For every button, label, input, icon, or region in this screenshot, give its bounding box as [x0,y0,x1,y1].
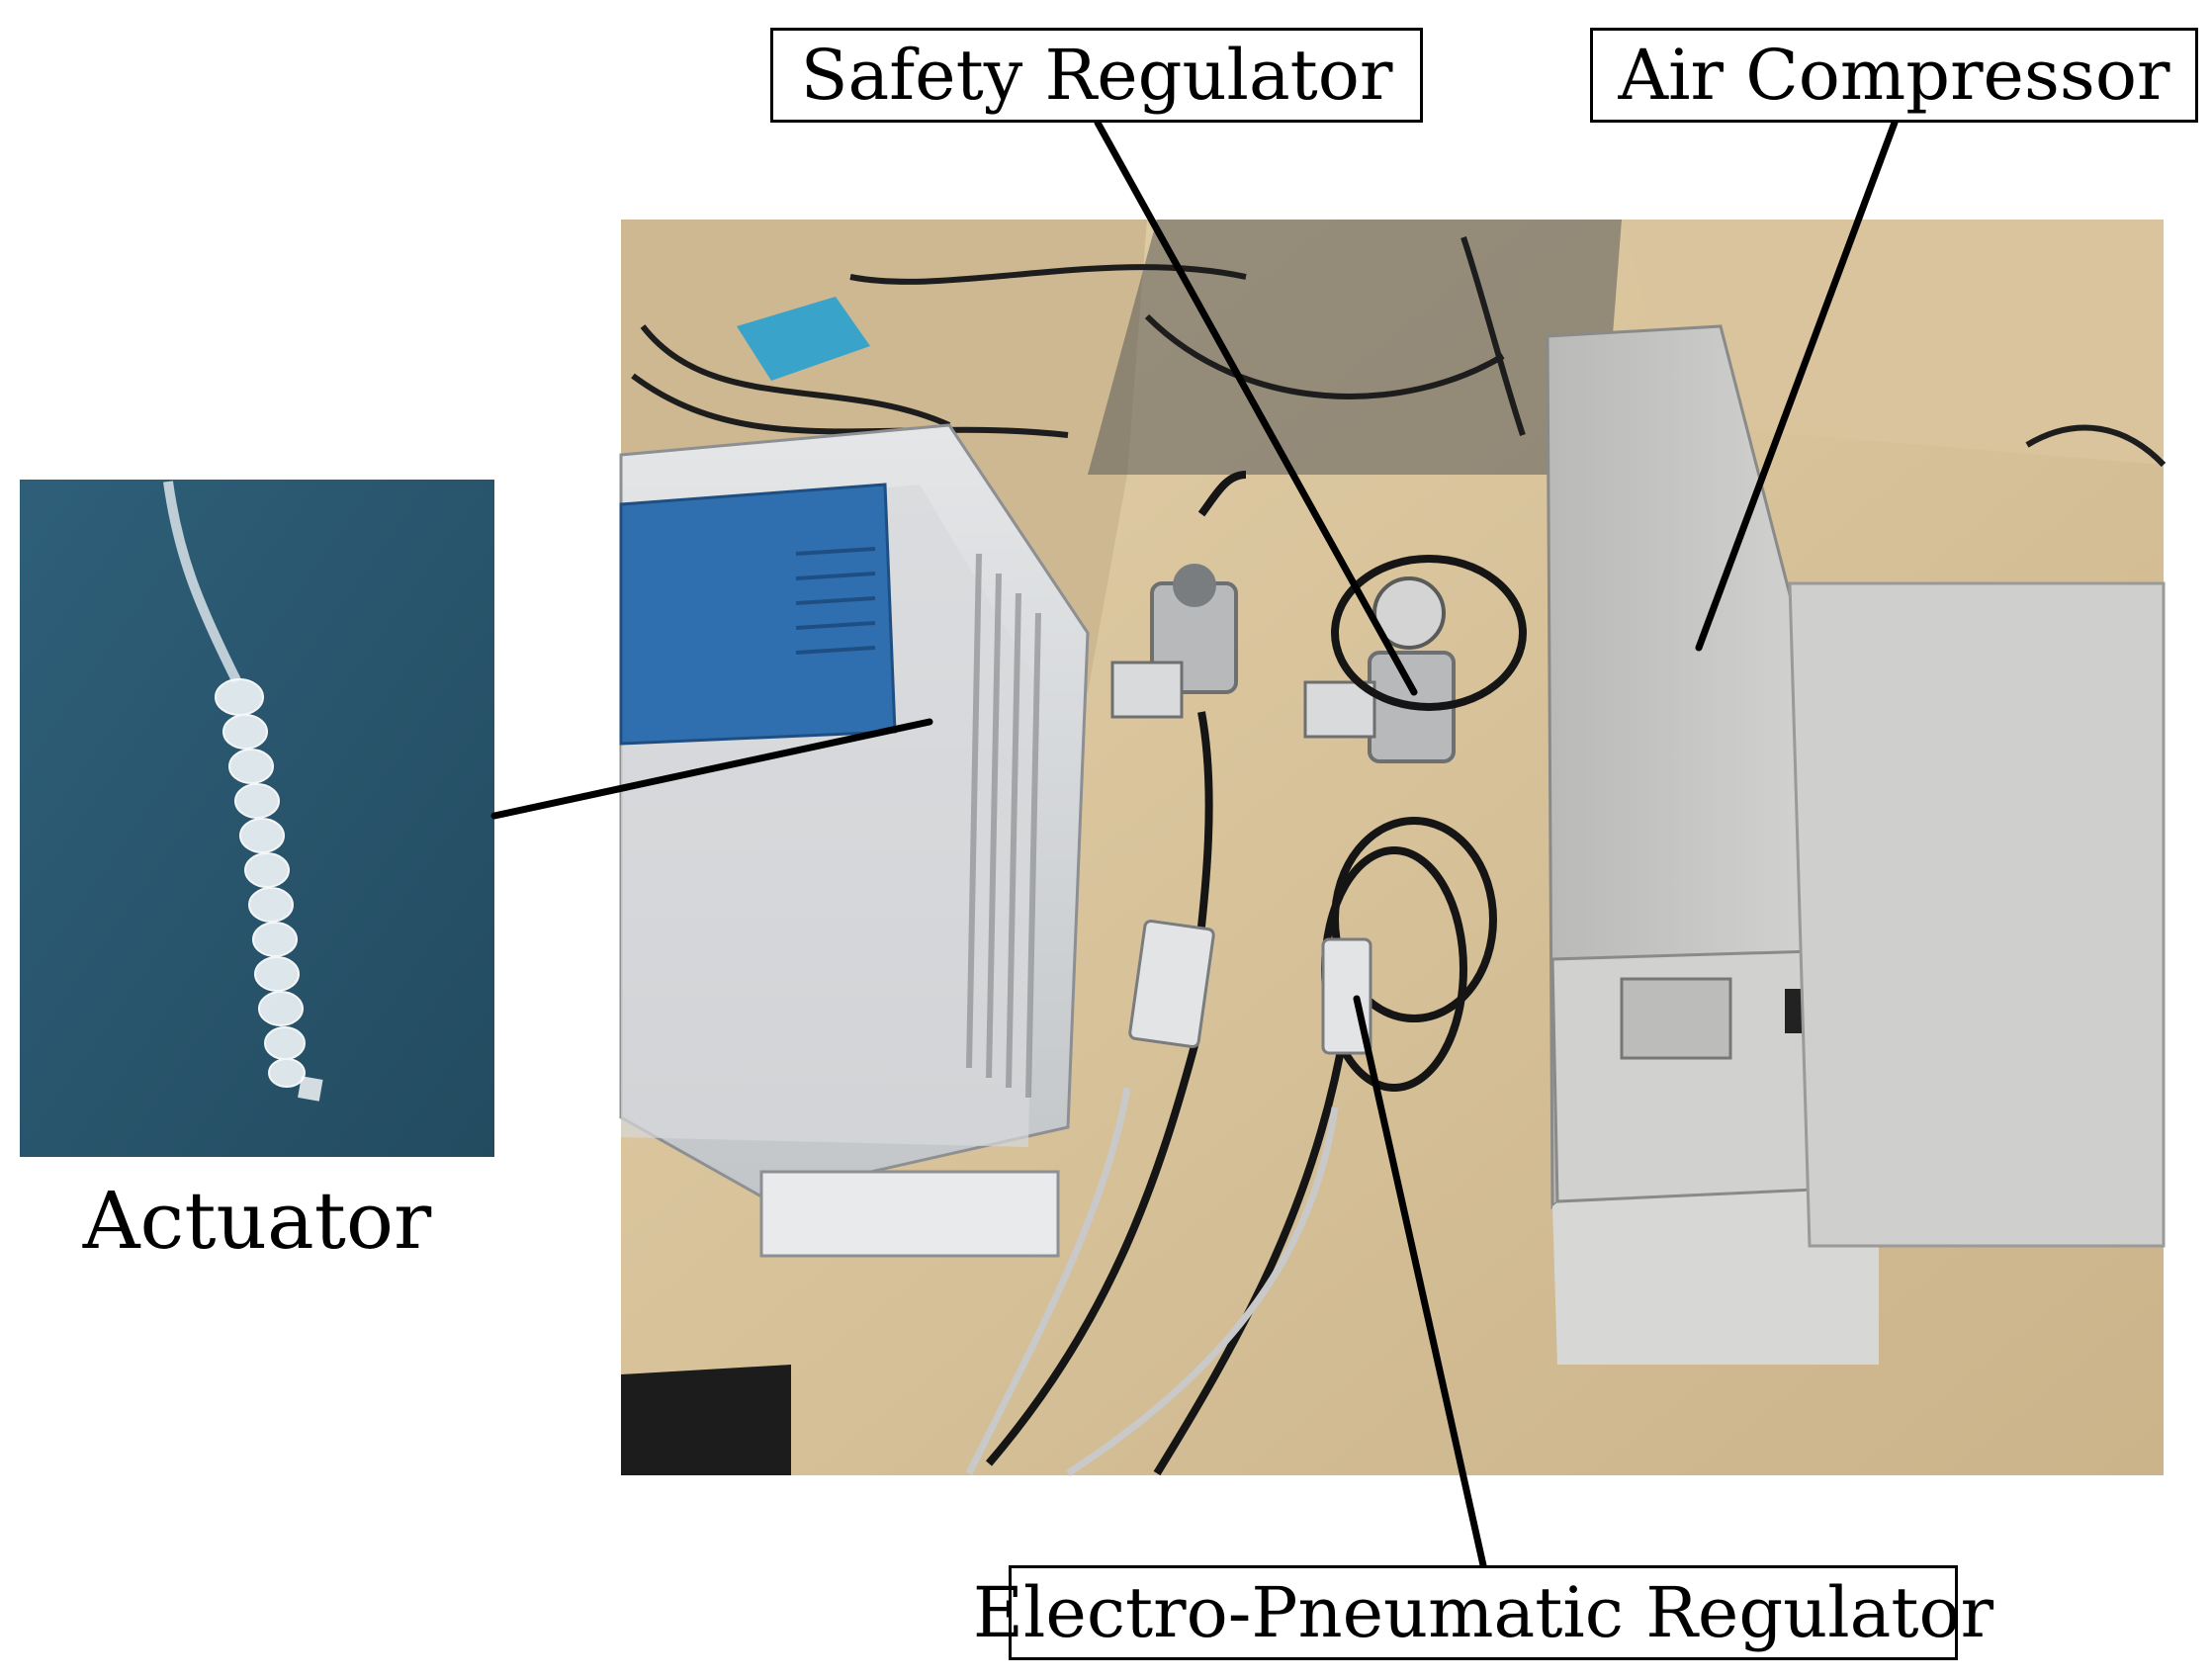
leader-line-actuator [490,718,933,820]
leader-line-air-compressor [1695,119,1899,652]
leader-line-electro-pneumatic-regulator [1353,995,1487,1569]
actuator-label: Actuator [82,1175,432,1267]
actuator-inset-photo [20,480,494,1157]
regulators [965,471,1527,1476]
electro-pneumatic-regulator-label: Electro-Pneumatic Regulator [973,1565,1993,1660]
setup-photo [619,220,2167,1476]
air-compressor-label: Air Compressor [1590,28,2198,123]
actuator-segments [215,678,306,1088]
air-compressor [1546,324,2166,1365]
leader-line-safety-regulator [1094,119,1418,696]
air-compressor-label-text: Air Compressor [1618,35,2170,116]
actuator-test-rig [619,423,1090,1258]
safety-regulator-label-text: Safety Regulator [800,35,1393,116]
background-cables [631,236,2167,468]
electro-pneumatic-regulator-label-text: Electro-Pneumatic Regulator [972,1572,1994,1653]
leader-lines [490,119,1899,1569]
safety-regulator-label: Safety Regulator [770,28,1423,123]
